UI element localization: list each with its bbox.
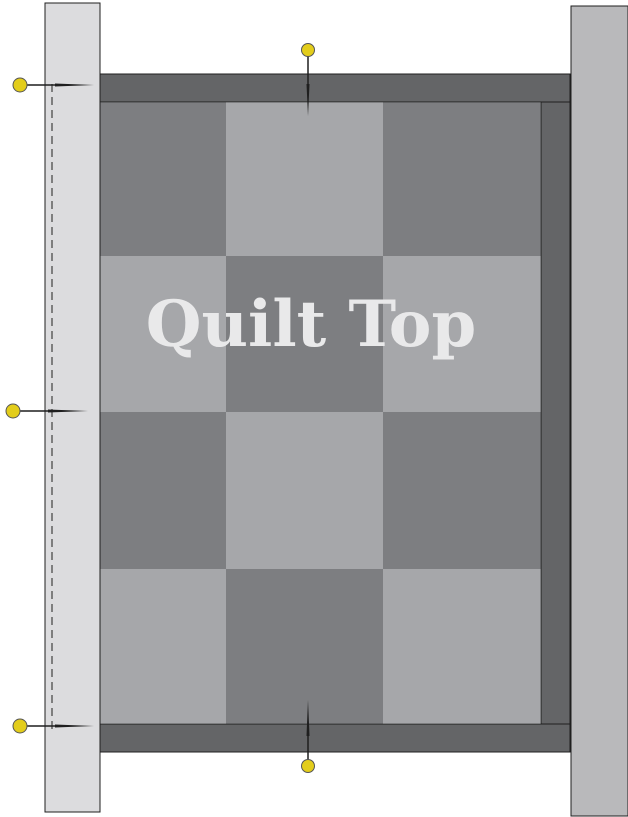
pin-icon — [13, 78, 27, 92]
pin-icon — [13, 719, 27, 733]
bottom-border-band — [100, 724, 570, 752]
top-border-band — [100, 74, 570, 102]
quilt-block-dark — [383, 412, 541, 569]
left-border-strip — [45, 3, 100, 812]
quilt-block-light — [100, 569, 226, 724]
quilt-block-dark — [100, 102, 226, 256]
pin-icon — [302, 760, 315, 773]
block-grid — [100, 102, 541, 724]
right-border-strip — [571, 6, 628, 816]
quilt-title: Quilt Top — [146, 287, 476, 362]
pin-icon — [6, 404, 20, 418]
right-border-band — [541, 102, 570, 724]
quilt-block-light — [226, 412, 383, 569]
quilt-block-dark — [383, 102, 541, 256]
quilt-block-light — [226, 102, 383, 256]
quilt-block-dark — [226, 569, 383, 724]
quilt-block-light — [383, 569, 541, 724]
quilt-block-dark — [100, 412, 226, 569]
pin-icon — [302, 44, 315, 57]
